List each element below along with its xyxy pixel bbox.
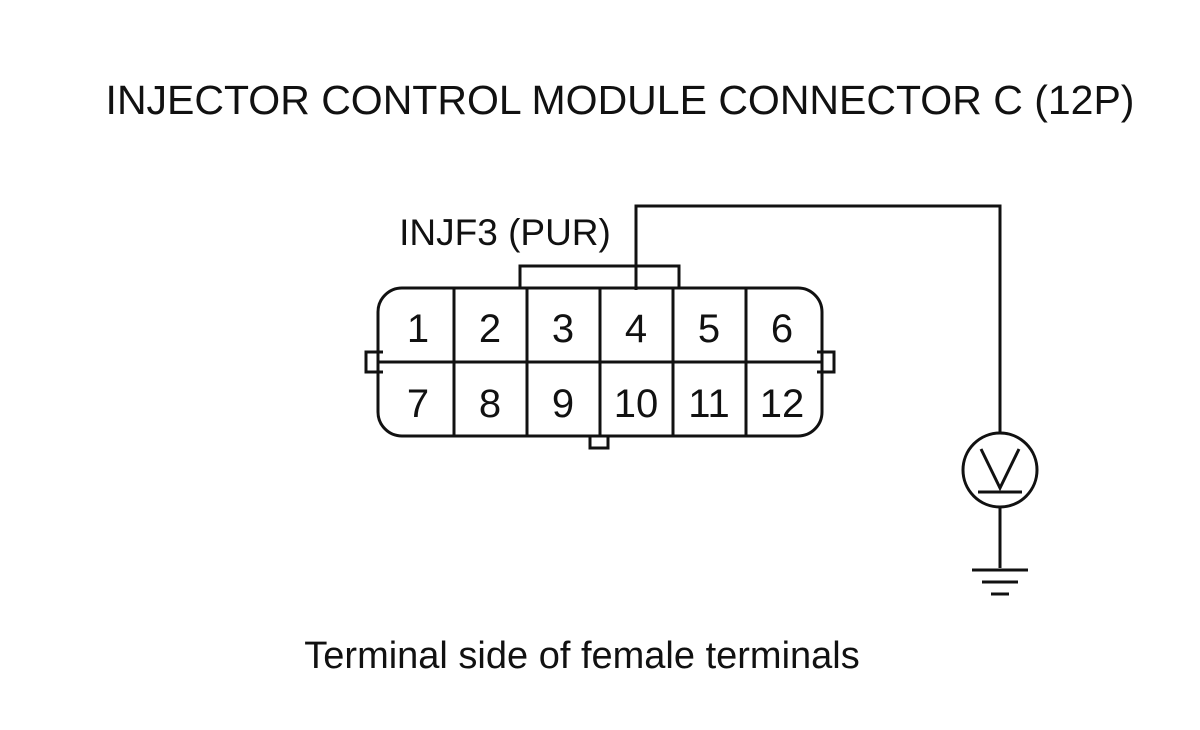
- connector-side-tab-right: [817, 350, 836, 374]
- pin-label: 2: [479, 307, 501, 351]
- ground-icon: [972, 568, 1028, 596]
- pin-label-probed: 4: [625, 307, 647, 351]
- pin-label: 6: [771, 307, 793, 351]
- pin-label: 12: [760, 382, 805, 426]
- diagram-caption: Terminal side of female terminals: [304, 635, 859, 677]
- wire-label: INJF3 (PUR): [399, 212, 611, 253]
- pin-label: 8: [479, 382, 501, 426]
- pin-label: 3: [552, 307, 574, 351]
- pin-label: 1: [407, 307, 429, 351]
- pin-label: 7: [407, 382, 429, 426]
- connector-latch: [518, 264, 681, 288]
- connector-key: [588, 436, 610, 450]
- pin-label: 5: [698, 307, 720, 351]
- connector-side-tab-left: [364, 350, 383, 374]
- pins-bottom-row: 7 8 9 10 11 12: [407, 382, 804, 426]
- pin-label: 9: [552, 382, 574, 426]
- voltmeter-icon: [961, 431, 1039, 509]
- diagram-title: INJECTOR CONTROL MODULE CONNECTOR C (12P…: [106, 77, 1135, 123]
- pin-label: 10: [614, 382, 659, 426]
- pins-top-row: 1 2 3 4 5 6: [407, 307, 793, 351]
- pin-label: 11: [688, 382, 730, 426]
- connector-body: [364, 264, 836, 450]
- probe-wire: [634, 204, 1002, 433]
